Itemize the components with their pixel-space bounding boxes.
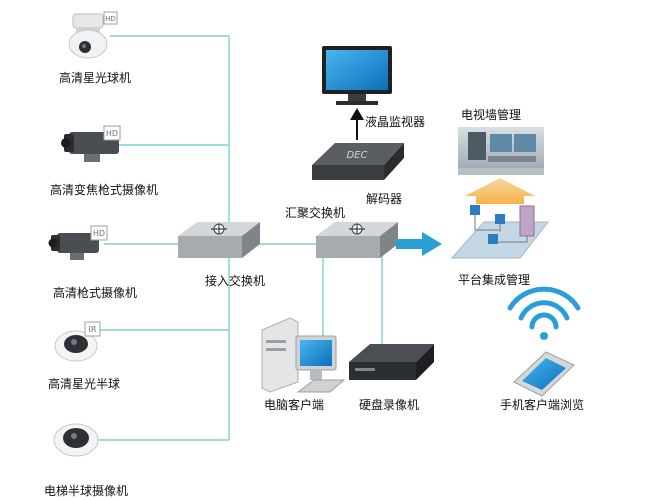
access-switch-icon [178, 222, 260, 258]
video-wall-label: 电视墙管理 [460, 108, 522, 122]
wifi-icon [507, 286, 581, 330]
mobile-label: 手机客户端浏览 [499, 398, 585, 412]
wifi-dot [540, 332, 548, 340]
badge-bullet-text: HD [93, 229, 105, 238]
decoder-label: 解码器 [365, 192, 403, 206]
platform-label: 平台集成管理 [457, 273, 531, 287]
nvr-icon [349, 344, 434, 380]
lcd-monitor-icon [322, 46, 392, 105]
camera-label-zoom-bullet: 高清变焦枪式摄像机 [49, 183, 159, 197]
decoder-to-monitor-arrow [350, 108, 364, 140]
access-switch-label: 接入交换机 [204, 274, 266, 288]
lcd-monitor-label: 液晶监视器 [364, 115, 426, 129]
platform-network-icon [450, 205, 550, 259]
badge-ptz-text: HD [105, 15, 116, 23]
video-wall-room-icon [458, 127, 544, 175]
elevator-dome-camera-icon [53, 423, 99, 457]
orange-up-arrow-icon [465, 178, 535, 204]
badge-ptz: HD [103, 11, 118, 25]
aggregation-switch-icon [316, 222, 398, 258]
badge-zoom-bullet-text: HD [106, 129, 118, 138]
ptz-dome-camera-icon [68, 13, 108, 59]
nvr-label: 硬盘录像机 [358, 398, 420, 412]
badge-zoom-bullet: HD [103, 125, 121, 141]
badge-ir-dome: IR [84, 321, 101, 337]
mobile-phone-icon [513, 351, 575, 397]
decoder-icon: DEC [312, 143, 404, 180]
ir-dome-camera-icon [54, 330, 98, 362]
badge-ir-dome-text: IR [89, 325, 97, 334]
camera-label-bullet: 高清枪式摄像机 [52, 286, 138, 300]
pc-client-icon [261, 317, 346, 393]
badge-bullet: HD [90, 225, 108, 241]
blue-arrow-icon [396, 232, 442, 256]
pc-client-label: 电脑客户端 [263, 398, 325, 412]
bullet-camera-icon [48, 233, 99, 260]
aggregation-switch-label: 汇聚交换机 [284, 206, 346, 220]
camera-label-ptz: 高清星光球机 [58, 71, 132, 85]
camera-label-ir-dome: 高清星光半球 [47, 377, 121, 391]
decoder-mark: DEC [346, 150, 367, 161]
camera-label-elevator: 电梯半球摄像机 [43, 484, 129, 498]
